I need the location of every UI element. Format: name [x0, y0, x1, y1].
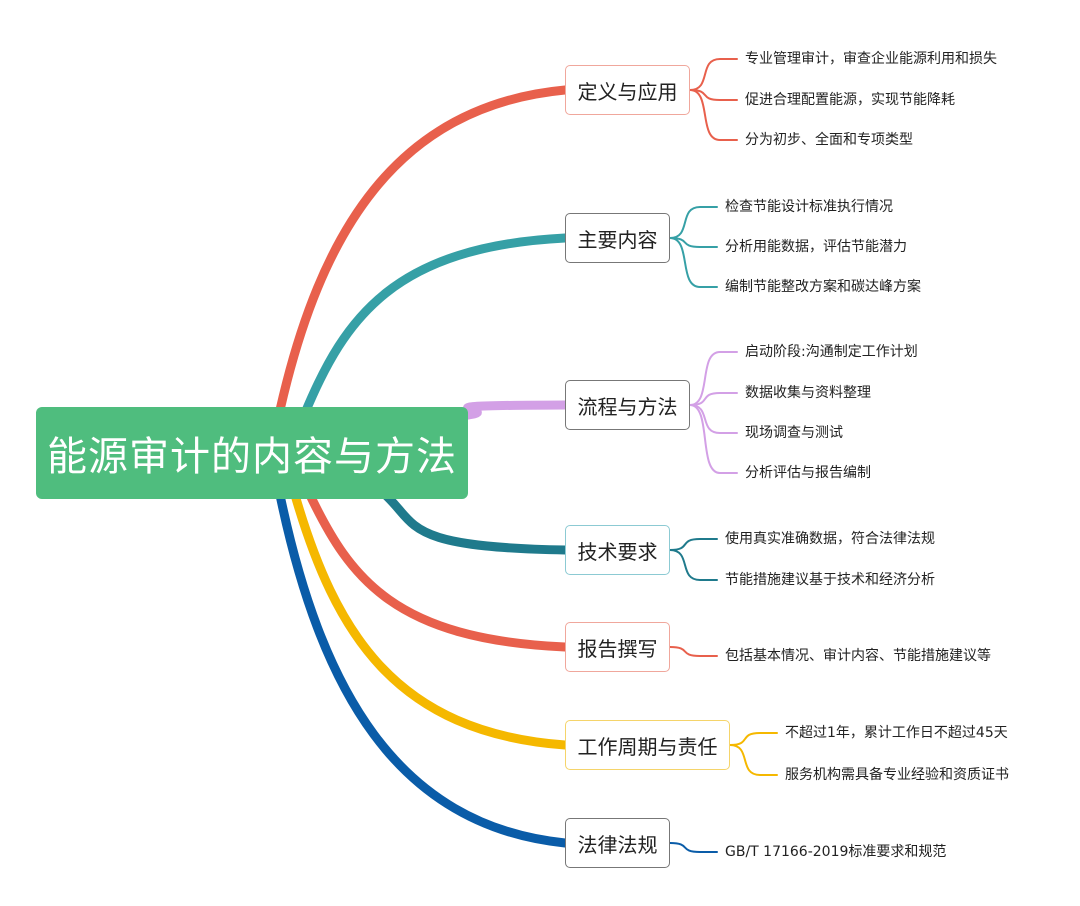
branch-cycle[interactable]: 工作周期与责任	[565, 720, 730, 770]
leaf-cycle-0[interactable]: 不超过1年，累计工作日不超过45天	[785, 725, 1008, 741]
connector-content	[300, 233, 570, 418]
leaf-report-0[interactable]: 包括基本情况、审计内容、节能措施建议等	[725, 648, 991, 664]
leaf-definition-2[interactable]: 分为初步、全面和专项类型	[745, 132, 913, 148]
leaf-connector-tech-1	[669, 549, 718, 581]
connector-tech	[375, 485, 570, 555]
branch-content[interactable]: 主要内容	[565, 213, 670, 263]
leaf-process-1[interactable]: 数据收集与资料整理	[745, 385, 871, 401]
leaf-connector-definition-0	[689, 58, 738, 91]
leaf-connector-tech-0	[669, 538, 718, 551]
leaf-cycle-1[interactable]: 服务机构需具备专业经验和资质证书	[785, 767, 1009, 783]
leaf-content-1[interactable]: 分析用能数据，评估节能潜力	[725, 239, 907, 255]
leaf-tech-1[interactable]: 节能措施建议基于技术和经济分析	[725, 572, 935, 588]
leaf-connector-content-2	[669, 237, 718, 288]
leaf-connector-process-0	[689, 351, 738, 406]
leaf-connector-process-1	[689, 392, 738, 406]
leaf-definition-0[interactable]: 专业管理审计，审查企业能源利用和损失	[745, 51, 997, 67]
leaf-connector-cycle-1	[729, 744, 778, 776]
leaf-connector-process-2	[689, 404, 738, 434]
leaf-connector-cycle-0	[729, 732, 778, 746]
leaf-content-2[interactable]: 编制节能整改方案和碳达峰方案	[725, 279, 921, 295]
branch-law[interactable]: 法律法规	[565, 818, 670, 868]
branch-process[interactable]: 流程与方法	[565, 380, 690, 430]
leaf-law-0[interactable]: GB/T 17166-2019标准要求和规范	[725, 844, 947, 860]
connector-cycle	[290, 490, 570, 750]
leaf-connector-definition-2	[689, 89, 738, 141]
connector-report	[305, 490, 570, 652]
leaf-process-2[interactable]: 现场调查与测试	[745, 425, 843, 441]
connector-definition	[275, 85, 570, 415]
leaf-content-0[interactable]: 检查节能设计标准执行情况	[725, 199, 893, 215]
branch-definition[interactable]: 定义与应用	[565, 65, 690, 115]
leaf-connector-process-3	[689, 404, 738, 474]
branch-tech[interactable]: 技术要求	[565, 525, 670, 575]
leaf-connector-law-0	[669, 842, 718, 853]
leaf-connector-content-0	[669, 206, 718, 239]
leaf-process-3[interactable]: 分析评估与报告编制	[745, 465, 871, 481]
leaf-process-0[interactable]: 启动阶段:沟通制定工作计划	[745, 344, 918, 360]
connector-law	[275, 490, 570, 848]
leaf-connector-report-0	[669, 646, 718, 657]
leaf-definition-1[interactable]: 促进合理配置能源，实现节能降耗	[745, 92, 955, 108]
branch-report[interactable]: 报告撰写	[565, 622, 670, 672]
root-topic[interactable]: 能源审计的内容与方法	[36, 407, 468, 499]
connector-process	[463, 400, 570, 420]
leaf-tech-0[interactable]: 使用真实准确数据，符合法律法规	[725, 531, 935, 547]
